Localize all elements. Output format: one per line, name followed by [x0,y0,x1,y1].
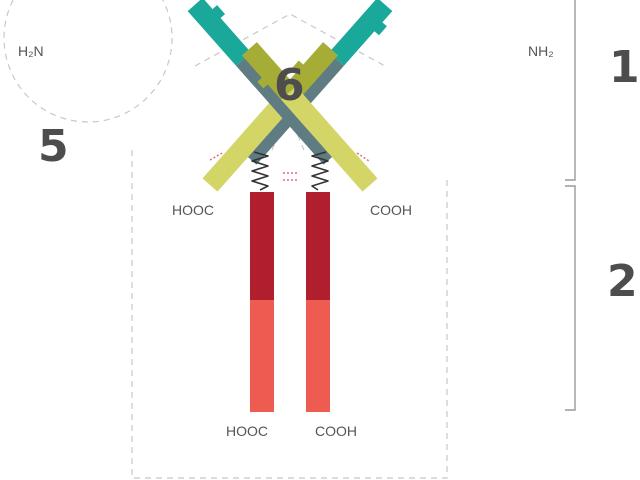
region-number-light-chain: 5 [38,121,69,172]
left-heavy-variable-domain [328,0,393,66]
disulfide-bonds [209,151,370,181]
left-light-chain [202,42,339,192]
fc-outline [131,150,448,479]
right-light-constant-domain [281,86,378,192]
left-light-variable-domain [284,42,339,100]
right-light-chain-n-terminus: NH₂ [528,43,554,59]
right-light-chain-c-terminus: COOH [370,202,412,218]
left-light-chain-c-terminus: HOOC [172,202,214,218]
right-heavy-variable-domain [187,0,252,66]
left-light-constant-domain [202,86,299,192]
region-brackets [565,0,576,411]
right-heavy-chain-c-terminus: COOH [315,423,357,439]
fab-bracket [565,0,576,181]
antigen-binding-site-circle [3,0,173,123]
hinge-region [251,151,329,191]
region-number-fc: 2 [607,256,638,307]
fc-bracket [565,185,576,411]
right-fc-upper-domain [306,192,330,300]
right-light-chain [241,42,378,192]
region-outlines [3,0,448,479]
fc-region [250,192,330,412]
left-hinge-zigzag [251,151,269,191]
region-number-hinge: 6 [274,60,305,111]
left-interchain-disulfide-bond [209,151,225,161]
right-fc-lower-domain [306,300,330,412]
left-fc-lower-domain [250,300,274,412]
region-number-fab: 1 [609,42,640,93]
left-heavy-chain-c-terminus: HOOC [226,423,268,439]
right-interchain-disulfide-bond [356,152,370,162]
left-fc-upper-domain [250,192,274,300]
left-light-chain-n-terminus: H₂N [18,43,44,59]
right-hinge-zigzag [311,151,329,191]
right-light-variable-domain [241,42,296,100]
